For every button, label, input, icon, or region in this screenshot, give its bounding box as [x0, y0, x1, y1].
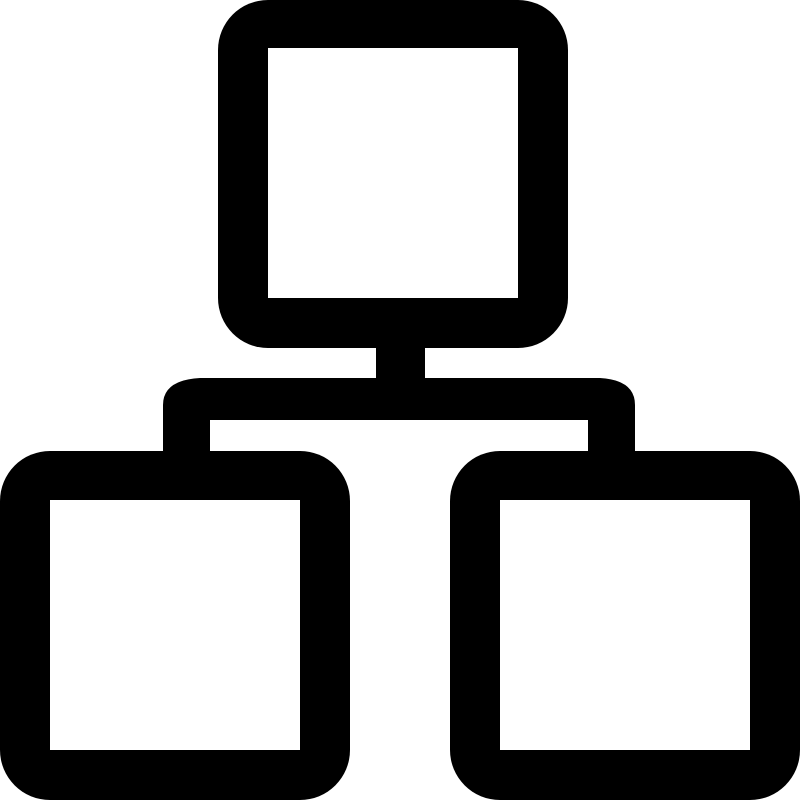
- node-bottom-left-inner: [50, 500, 300, 750]
- node-bottom-left: [0, 451, 350, 800]
- connector-lines: [163, 346, 635, 451]
- node-top: [218, 0, 568, 348]
- node-bottom-right-inner: [500, 500, 750, 750]
- node-top-inner: [268, 48, 518, 298]
- node-bottom-right: [450, 451, 800, 800]
- connector-horizontal: [163, 378, 635, 451]
